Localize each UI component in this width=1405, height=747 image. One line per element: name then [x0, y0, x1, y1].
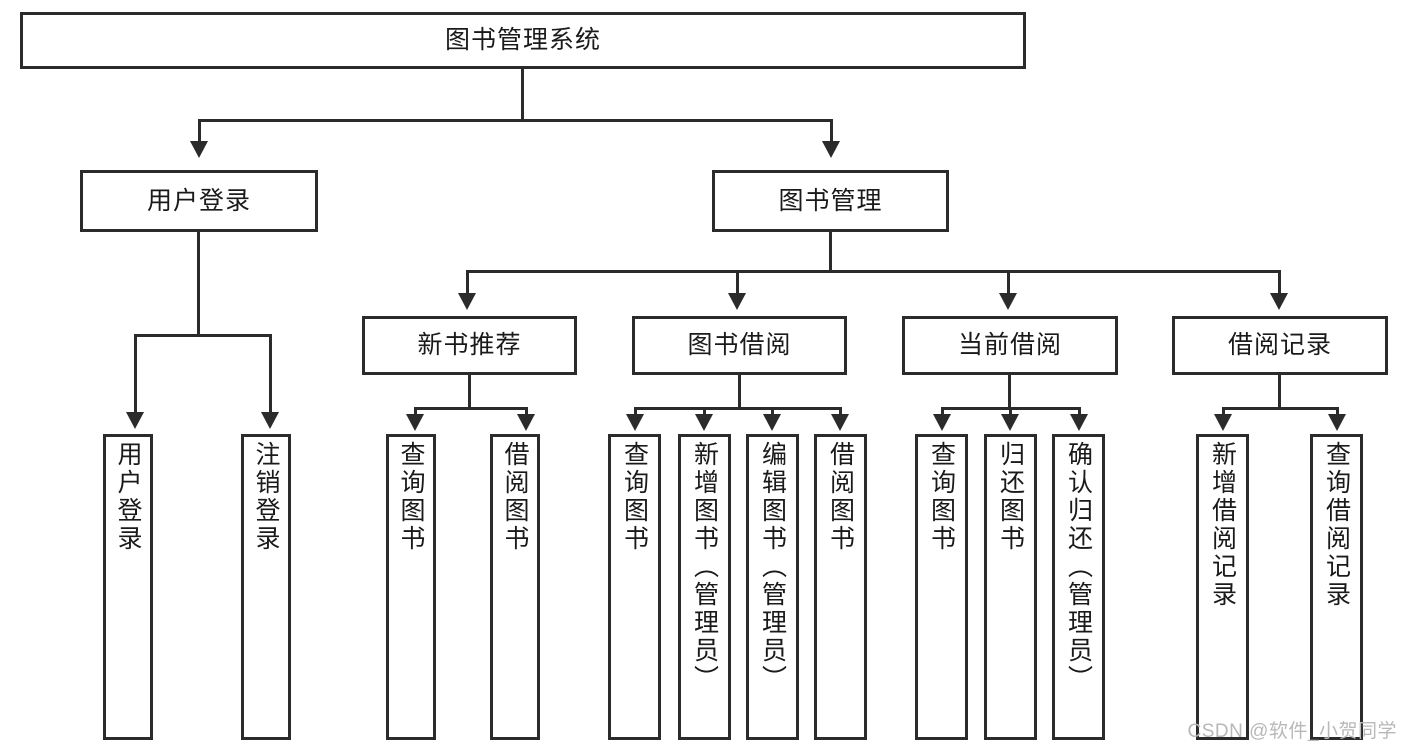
node-new-book-recommend-label: 新书推荐 — [417, 331, 522, 360]
connector-book-manage-stem — [829, 232, 832, 272]
arrow-to-leaf-return-book — [1001, 414, 1019, 431]
node-book-borrow-label: 图书借阅 — [687, 331, 792, 360]
connector-book-manage-bus — [466, 270, 1281, 273]
connector-bm-drop-2 — [736, 270, 739, 295]
connector-br-drop-2 — [1336, 407, 1339, 417]
connector-root-to-book-manage — [830, 119, 833, 143]
node-leaf-user-login[interactable]: 用户登录 — [103, 434, 153, 740]
connector-cb-stem — [1008, 375, 1011, 409]
connector-cb-drop-3 — [1078, 407, 1081, 417]
connector-nbr-drop-2 — [525, 407, 528, 417]
node-leaf-edit-book[interactable]: 编辑图书（管理员） — [746, 434, 799, 740]
connector-bb-bus — [634, 407, 842, 410]
node-leaf-logout-login-label: 注销登录 — [252, 441, 280, 553]
connector-user-login-drop-1 — [134, 334, 137, 414]
node-leaf-confirm-return[interactable]: 确认归还（管理员） — [1052, 434, 1105, 740]
node-current-borrow[interactable]: 当前借阅 — [902, 316, 1118, 375]
node-root[interactable]: 图书管理系统 — [20, 12, 1026, 69]
connector-bm-drop-1 — [466, 270, 469, 295]
connector-br-stem — [1278, 375, 1281, 409]
connector-bb-drop-1 — [634, 407, 637, 417]
node-book-manage[interactable]: 图书管理 — [712, 170, 949, 232]
watermark-text: CSDN @软件_小贺同学 — [1187, 721, 1397, 742]
node-leaf-query-book-1[interactable]: 查询图书 — [386, 434, 436, 740]
node-root-label: 图书管理系统 — [444, 26, 601, 55]
connector-nbr-drop-1 — [414, 407, 417, 417]
connector-bb-stem — [738, 375, 741, 409]
node-leaf-return-book[interactable]: 归还图书 — [984, 434, 1037, 740]
connector-cb-drop-2 — [1009, 407, 1012, 417]
node-leaf-query-book-1-label: 查询图书 — [397, 441, 425, 553]
node-book-borrow[interactable]: 图书借阅 — [632, 316, 847, 375]
arrow-to-borrow-record — [1270, 293, 1288, 310]
node-leaf-edit-book-label: 编辑图书（管理员） — [758, 441, 787, 693]
node-current-borrow-label: 当前借阅 — [957, 331, 1062, 360]
node-leaf-query-book-2-label: 查询图书 — [620, 441, 649, 553]
connector-root-to-user-login — [198, 119, 201, 143]
arrow-root-to-book-manage — [822, 141, 840, 158]
connector-bm-drop-4 — [1278, 270, 1281, 295]
node-leaf-add-book[interactable]: 新增图书（管理员） — [678, 434, 731, 740]
arrow-to-leaf-add-record — [1214, 414, 1232, 431]
arrow-to-current-borrow — [999, 293, 1017, 310]
arrow-to-leaf-query-record — [1328, 414, 1346, 431]
node-leaf-query-book-2[interactable]: 查询图书 — [608, 434, 661, 740]
arrow-to-leaf-logout-login — [261, 412, 279, 429]
connector-user-login-bus — [134, 334, 272, 337]
arrow-to-leaf-edit-book — [763, 414, 781, 431]
node-borrow-record[interactable]: 借阅记录 — [1172, 316, 1388, 375]
node-book-manage-label: 图书管理 — [778, 186, 883, 215]
arrow-to-book-borrow — [728, 293, 746, 310]
node-leaf-logout-login[interactable]: 注销登录 — [241, 434, 291, 740]
node-borrow-record-label: 借阅记录 — [1227, 331, 1332, 360]
arrow-to-leaf-query-book-3 — [933, 414, 951, 431]
node-user-login[interactable]: 用户登录 — [80, 170, 318, 232]
node-leaf-query-book-3[interactable]: 查询图书 — [915, 434, 968, 740]
node-leaf-borrow-book-2[interactable]: 借阅图书 — [814, 434, 867, 740]
node-new-book-recommend[interactable]: 新书推荐 — [362, 316, 577, 375]
connector-bb-drop-4 — [839, 407, 842, 417]
node-leaf-add-record[interactable]: 新增借阅记录 — [1196, 434, 1249, 740]
node-leaf-borrow-book-1[interactable]: 借阅图书 — [490, 434, 540, 740]
arrow-to-leaf-user-login — [126, 412, 144, 429]
node-leaf-query-record-label: 查询借阅记录 — [1322, 441, 1351, 609]
node-leaf-query-book-3-label: 查询图书 — [927, 441, 956, 553]
connector-root-bus — [198, 119, 833, 122]
connector-bm-drop-3 — [1007, 270, 1010, 295]
connector-bb-drop-3 — [771, 407, 774, 417]
node-leaf-confirm-return-label: 确认归还（管理员） — [1064, 441, 1093, 693]
connector-root-stem — [521, 69, 524, 121]
arrow-to-leaf-confirm-return — [1070, 414, 1088, 431]
node-leaf-return-book-label: 归还图书 — [996, 441, 1025, 553]
arrow-root-to-user-login — [190, 141, 208, 158]
arrow-to-leaf-query-book-1 — [406, 414, 424, 431]
node-leaf-add-book-label: 新增图书（管理员） — [690, 441, 719, 693]
connector-user-login-drop-2 — [269, 334, 272, 414]
arrow-to-leaf-query-book-2 — [626, 414, 644, 431]
connector-br-bus — [1222, 407, 1339, 410]
node-leaf-borrow-book-1-label: 借阅图书 — [501, 441, 529, 553]
node-user-login-label: 用户登录 — [146, 186, 251, 215]
connector-br-drop-1 — [1222, 407, 1225, 417]
node-leaf-add-record-label: 新增借阅记录 — [1208, 441, 1237, 609]
node-leaf-borrow-book-2-label: 借阅图书 — [826, 441, 855, 553]
connector-user-login-stem — [197, 232, 200, 336]
connector-bb-drop-2 — [703, 407, 706, 417]
connector-nbr-bus — [414, 407, 528, 410]
arrow-to-new-book-recommend — [458, 293, 476, 310]
connector-cb-drop-1 — [941, 407, 944, 417]
node-leaf-query-record[interactable]: 查询借阅记录 — [1310, 434, 1363, 740]
arrow-to-leaf-add-book — [695, 414, 713, 431]
arrow-to-leaf-borrow-book-1 — [517, 414, 535, 431]
connector-nbr-stem — [468, 375, 471, 409]
node-leaf-user-login-label: 用户登录 — [114, 441, 142, 553]
arrow-to-leaf-borrow-book-2 — [831, 414, 849, 431]
